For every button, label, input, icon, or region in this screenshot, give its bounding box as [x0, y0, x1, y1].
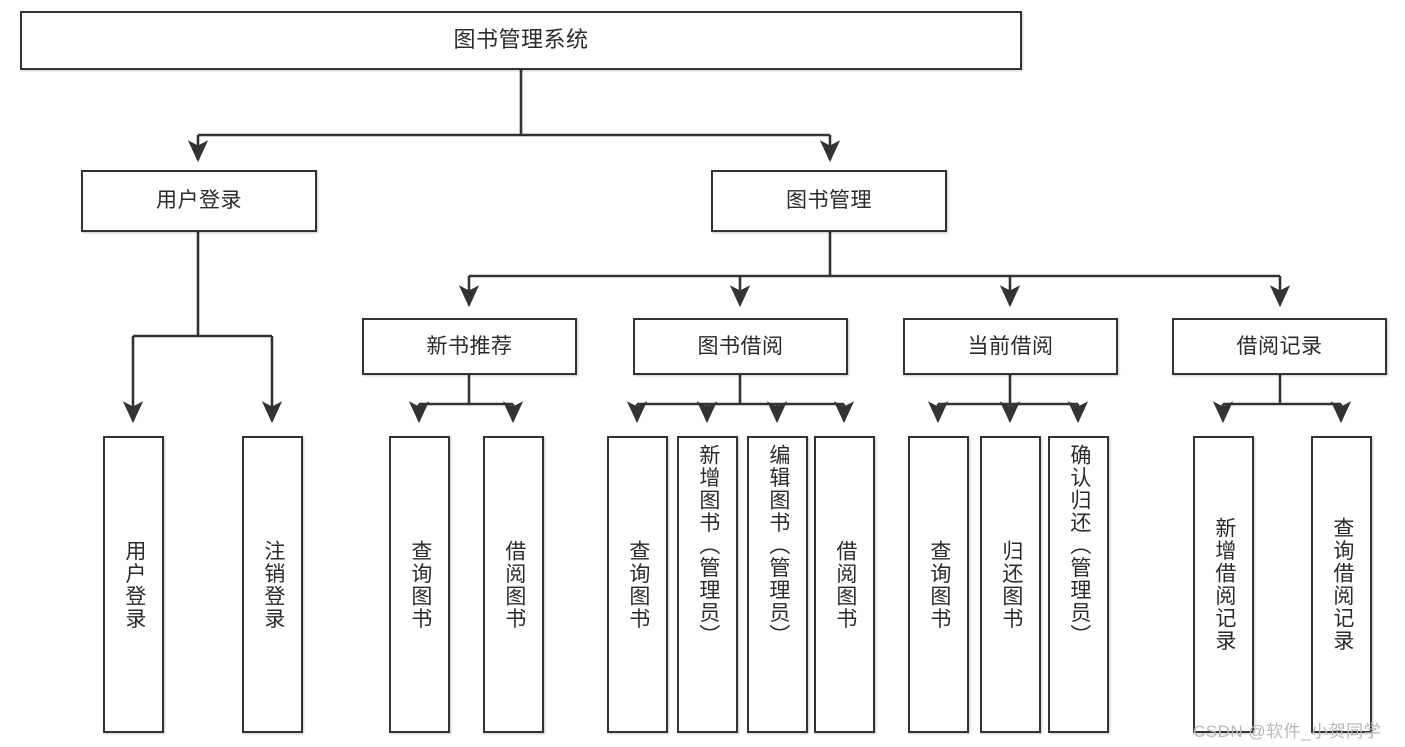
leaf-query-book-3[interactable]: 查询图书	[908, 436, 969, 733]
node-label: 借阅记录	[1236, 334, 1323, 358]
node-label: 借阅图书	[833, 539, 857, 630]
node-label: 注销登录	[261, 539, 285, 630]
node-current-borrow[interactable]: 当前借阅	[903, 318, 1118, 375]
leaf-query-book-1[interactable]: 查询图书	[389, 436, 450, 733]
node-new-book-recommend[interactable]: 新书推荐	[362, 318, 577, 375]
node-label: 当前借阅	[967, 334, 1054, 358]
node-label: 新增图书（管理员）	[696, 444, 720, 647]
node-label: 编辑图书（管理员）	[766, 444, 790, 647]
node-label: 新书推荐	[426, 334, 513, 358]
node-book-management-system[interactable]: 图书管理系统	[20, 11, 1022, 70]
node-label: 查询图书	[408, 539, 432, 630]
leaf-return-book[interactable]: 归还图书	[980, 436, 1041, 733]
node-label: 借阅图书	[502, 539, 526, 630]
csdn-watermark: CSDN @软件_小贺同学	[1193, 722, 1382, 741]
node-label: 新增借阅记录	[1212, 517, 1236, 652]
node-user-login[interactable]: 用户登录	[81, 170, 317, 232]
leaf-add-book[interactable]: 新增图书（管理员）	[677, 436, 738, 733]
node-label: 用户登录	[122, 539, 146, 630]
leaf-query-borrow-record[interactable]: 查询借阅记录	[1311, 436, 1372, 733]
node-label: 查询图书	[626, 539, 650, 630]
node-label: 确认归还（管理员）	[1067, 444, 1091, 647]
node-label: 查询借阅记录	[1330, 517, 1354, 652]
leaf-borrow-book-1[interactable]: 借阅图书	[483, 436, 544, 733]
node-label: 图书管理系统	[453, 27, 589, 53]
node-borrow-record[interactable]: 借阅记录	[1172, 318, 1387, 375]
leaf-confirm-return[interactable]: 确认归还（管理员）	[1048, 436, 1109, 733]
leaf-query-book-2[interactable]: 查询图书	[607, 436, 668, 733]
leaf-logout-login[interactable]: 注销登录	[242, 436, 303, 733]
leaf-add-borrow-record[interactable]: 新增借阅记录	[1193, 436, 1254, 733]
node-label: 查询图书	[927, 539, 951, 630]
leaf-user-login[interactable]: 用户登录	[103, 436, 164, 733]
node-label: 图书借阅	[697, 334, 784, 358]
node-book-manage[interactable]: 图书管理	[711, 170, 947, 232]
leaf-edit-book[interactable]: 编辑图书（管理员）	[747, 436, 808, 733]
node-label: 用户登录	[156, 189, 242, 213]
leaf-borrow-book-2[interactable]: 借阅图书	[814, 436, 875, 733]
node-label: 归还图书	[999, 539, 1023, 630]
node-book-borrow[interactable]: 图书借阅	[633, 318, 848, 375]
node-label: 图书管理	[786, 189, 872, 213]
